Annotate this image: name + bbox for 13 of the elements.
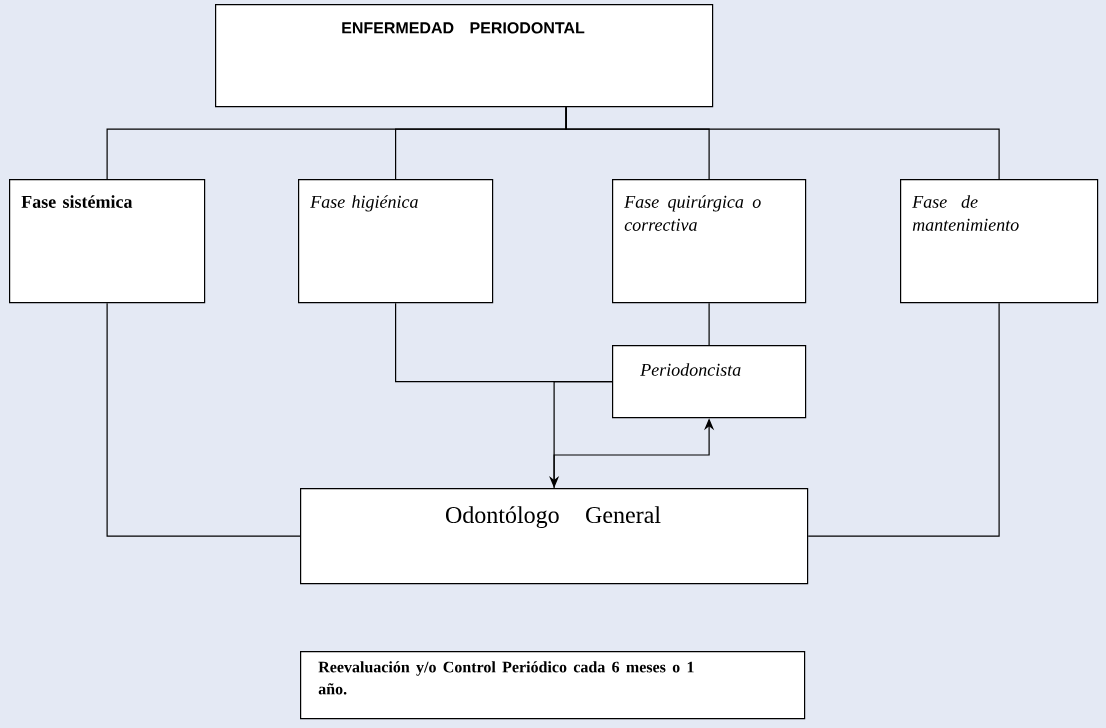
process-box: Fase higiénica bbox=[298, 179, 494, 304]
process-box: Periodoncista bbox=[612, 345, 807, 419]
process-box: Fase quirúrgica o correctiva bbox=[612, 179, 807, 304]
connector-line bbox=[565, 106, 1000, 180]
process-box: Reevaluación y/o Control Periódico cada 6 meses o 1 año. bbox=[300, 651, 806, 720]
connector-line bbox=[106, 302, 301, 537]
process-box: ENFERMEDAD PERIODONTAL bbox=[215, 4, 714, 108]
process-box: Fase de mantenimiento bbox=[900, 179, 1099, 304]
process-box: Fase sistémica bbox=[9, 179, 206, 304]
process-box: Odontólogo General bbox=[300, 488, 809, 585]
arrow bbox=[549, 381, 613, 488]
connector-line bbox=[807, 302, 1000, 537]
connector-line bbox=[708, 302, 710, 346]
